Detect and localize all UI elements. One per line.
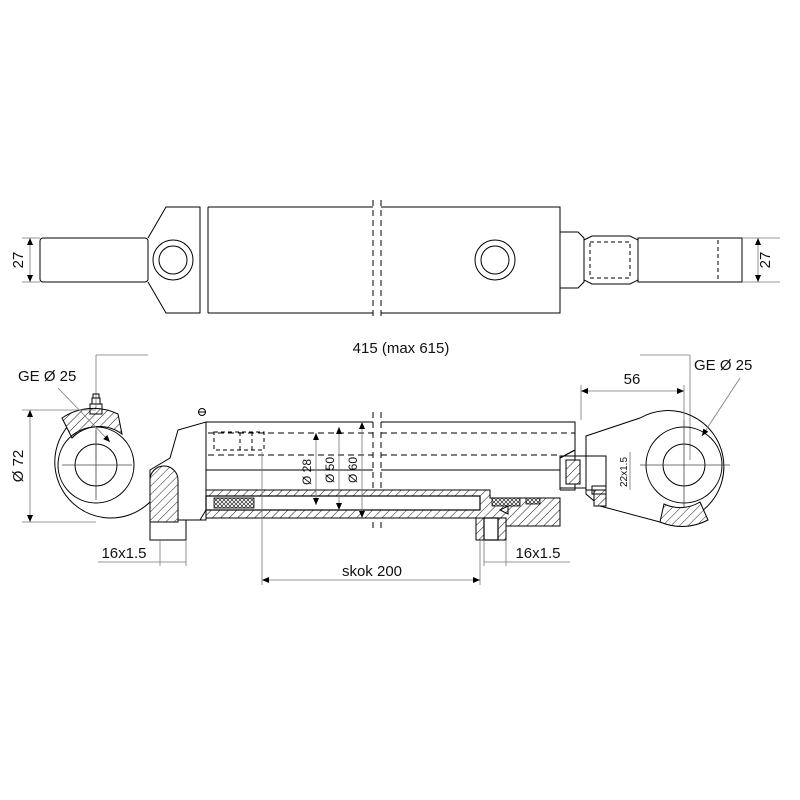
barrel-top-left xyxy=(208,206,373,314)
dim-grease-thread: 22x1.5 xyxy=(619,457,630,487)
section-view xyxy=(54,393,730,541)
dim-port-right: 16x1.5 xyxy=(515,545,560,562)
dim-overall-length: 415 (max 615) xyxy=(353,340,450,357)
cylinder-barrel xyxy=(206,421,576,490)
label-ge-right: GE Ø 25 xyxy=(694,357,752,374)
right-tang xyxy=(637,237,743,283)
dim-tube-diameter: Ø 60 xyxy=(346,457,360,483)
dim-stroke: skok 200 xyxy=(342,563,402,580)
left-port xyxy=(149,520,187,541)
dim-port-left: 16x1.5 xyxy=(101,545,146,562)
dim-width-right: 27 xyxy=(757,252,774,269)
top-view: 27 27 xyxy=(10,200,780,320)
left-pin-hole-inner xyxy=(158,245,188,275)
dim-width-left: 27 xyxy=(10,252,27,269)
right-pin-hole-inner xyxy=(480,245,510,275)
barrel-top-right xyxy=(381,206,561,314)
right-eye-body xyxy=(585,410,725,524)
left-pin-hole-outer xyxy=(152,239,194,281)
dim-eye-diameter: Ø 72 xyxy=(10,450,27,483)
left-tang xyxy=(39,237,149,283)
right-pin-hole-outer xyxy=(474,239,516,281)
dim-bore-diameter: Ø 50 xyxy=(323,457,337,483)
label-ge-left: GE Ø 25 xyxy=(18,368,76,385)
dim-rod-eye-offset: 56 xyxy=(624,371,641,388)
left-clevis-block xyxy=(147,206,201,314)
dim-rod-diameter: Ø 28 xyxy=(300,459,314,485)
